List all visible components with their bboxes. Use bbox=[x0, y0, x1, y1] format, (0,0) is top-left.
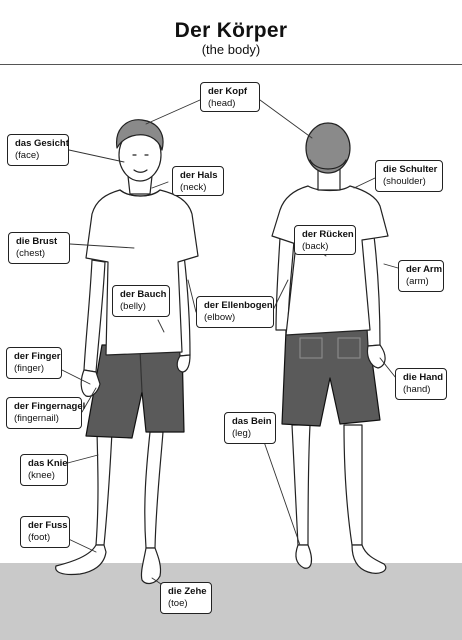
label-foot: der Fuss (foot) bbox=[20, 516, 70, 548]
label-shoulder-german: die Schulter bbox=[383, 164, 438, 175]
back-figure bbox=[271, 122, 389, 574]
label-chest: die Brust (chest) bbox=[8, 232, 70, 264]
page-title: Der Körper bbox=[174, 19, 288, 42]
label-shoulder-english: (shoulder) bbox=[383, 176, 426, 187]
label-face-german: das Gesicht bbox=[15, 138, 69, 149]
label-neck-english: (neck) bbox=[180, 182, 207, 193]
label-head: der Kopf (head) bbox=[200, 82, 260, 112]
label-foot-english: (foot) bbox=[28, 532, 51, 543]
label-fingernail-german: der Fingernagel bbox=[14, 401, 86, 412]
label-finger-english: (finger) bbox=[14, 363, 45, 374]
label-head-english: (head) bbox=[208, 98, 236, 109]
label-neck: der Hals (neck) bbox=[172, 166, 224, 196]
label-chest-german: die Brust bbox=[16, 236, 58, 247]
label-toe: die Zehe (toe) bbox=[160, 582, 212, 614]
label-elbow: der Ellenbogen (elbow) bbox=[196, 296, 274, 328]
label-back: der Rücken (back) bbox=[294, 225, 356, 255]
label-knee-english: (knee) bbox=[28, 470, 55, 481]
label-foot-german: der Fuss bbox=[28, 520, 68, 531]
label-elbow-german: der Ellenbogen bbox=[204, 300, 273, 311]
label-knee: das Knie (knee) bbox=[20, 454, 68, 486]
floor bbox=[0, 563, 462, 640]
label-leg-german: das Bein bbox=[232, 416, 272, 427]
label-finger: der Finger (finger) bbox=[6, 347, 62, 379]
label-fingernail-english: (fingernail) bbox=[14, 413, 59, 424]
label-hand-german: die Hand bbox=[403, 372, 444, 383]
label-arm-english: (arm) bbox=[406, 276, 429, 287]
label-neck-german: der Hals bbox=[180, 170, 218, 181]
label-fingernail: der Fingernagel (fingernail) bbox=[6, 397, 86, 429]
label-arm-german: der Arm bbox=[406, 264, 443, 275]
leader-lines bbox=[59, 99, 399, 587]
label-belly: der Bauch (belly) bbox=[112, 285, 170, 317]
label-belly-german: der Bauch bbox=[120, 289, 167, 300]
label-elbow-english: (elbow) bbox=[204, 312, 236, 323]
label-chest-english: (chest) bbox=[16, 248, 46, 259]
label-face-english: (face) bbox=[15, 150, 40, 161]
label-back-german: der Rücken bbox=[302, 229, 354, 240]
label-toe-english: (toe) bbox=[168, 598, 188, 609]
label-back-english: (back) bbox=[302, 241, 329, 252]
label-head-german: der Kopf bbox=[208, 86, 248, 97]
label-hand-english: (hand) bbox=[403, 384, 431, 395]
label-leg-english: (leg) bbox=[232, 428, 252, 439]
label-finger-german: der Finger bbox=[14, 351, 61, 362]
page-subtitle: (the body) bbox=[201, 42, 261, 57]
title-divider bbox=[0, 64, 462, 65]
label-hand: die Hand (hand) bbox=[395, 368, 447, 400]
label-belly-english: (belly) bbox=[120, 301, 146, 312]
label-knee-german: das Knie bbox=[28, 458, 68, 469]
label-toe-german: die Zehe bbox=[168, 586, 207, 597]
label-leg: das Bein (leg) bbox=[224, 412, 276, 444]
label-shoulder: die Schulter (shoulder) bbox=[375, 160, 443, 192]
label-arm: der Arm (arm) bbox=[398, 260, 444, 292]
label-face: das Gesicht (face) bbox=[7, 134, 69, 166]
